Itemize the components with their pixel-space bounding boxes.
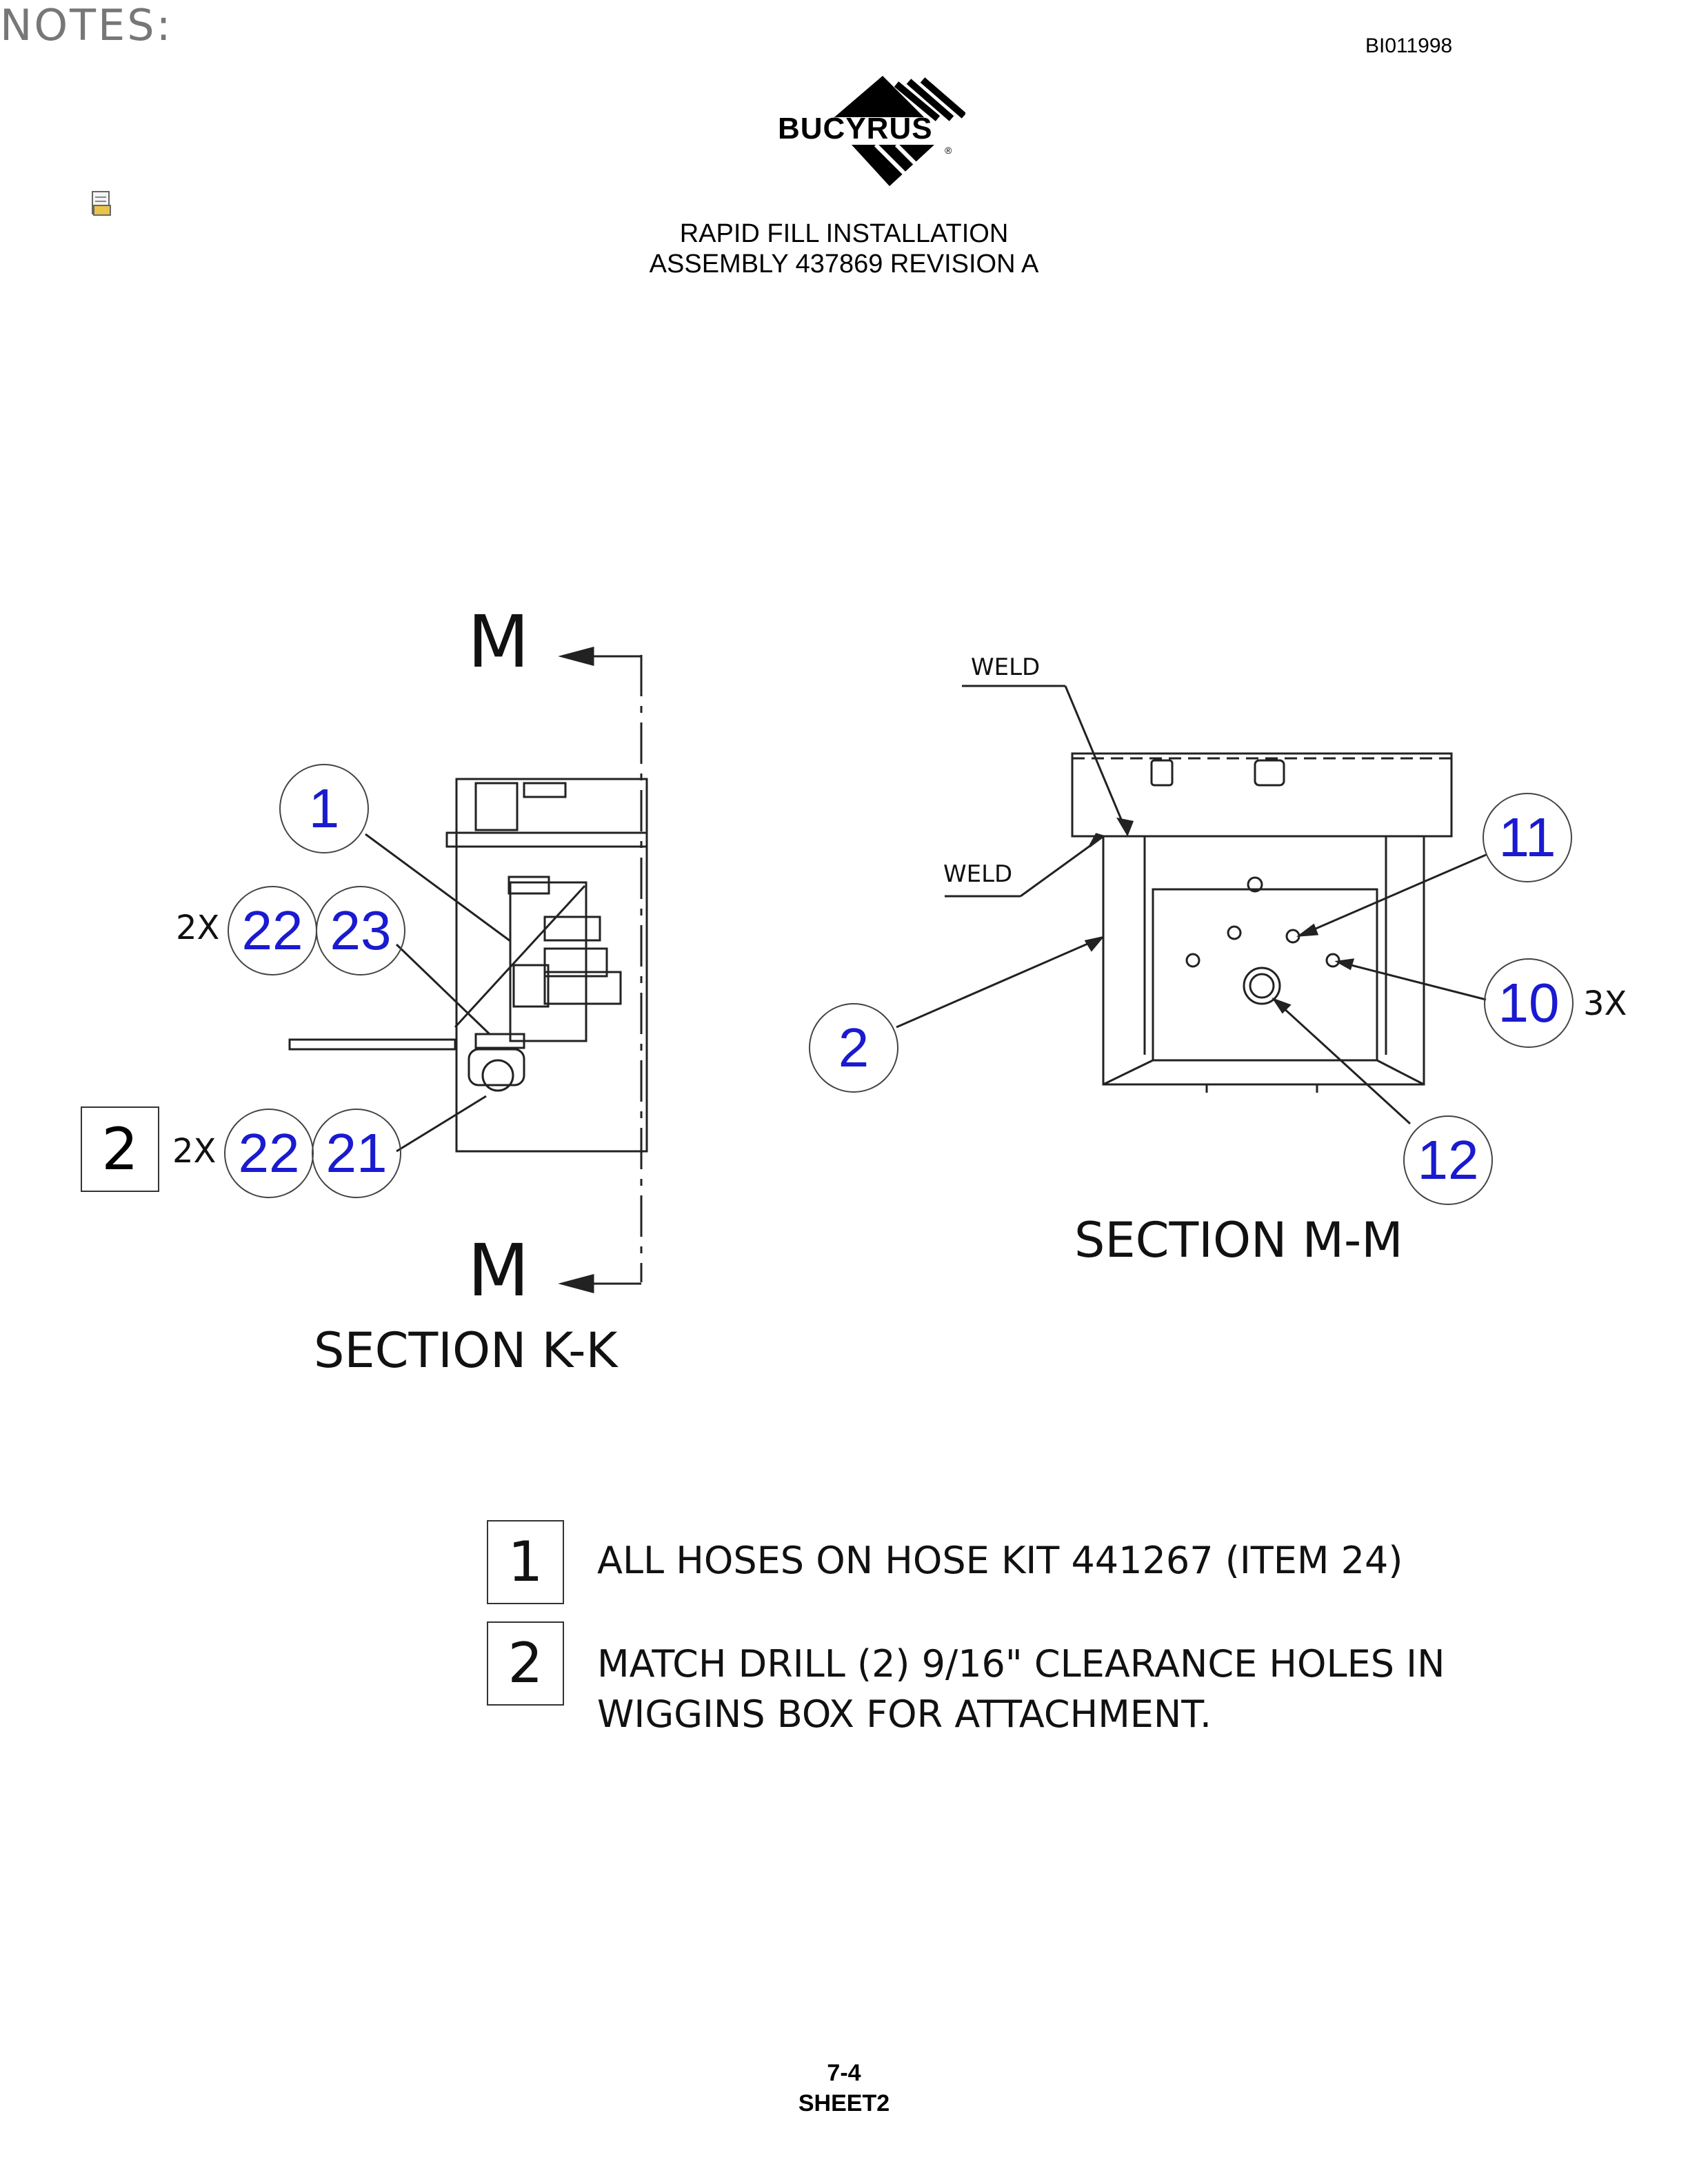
leader-balloon-21 <box>396 1095 487 1153</box>
note-text-1: ALL HOSES ON HOSE KIT 441267 (ITEM 24) <box>597 1539 1403 1582</box>
logo-wordmark: BUCYRUS <box>778 112 933 145</box>
section-m-title: SECTION M-M <box>1074 1212 1403 1268</box>
balloon-item-2: 2 <box>809 1003 898 1093</box>
leader-balloon-23 <box>395 943 491 1035</box>
qty-2x-top: 2X <box>176 909 220 947</box>
logo-registered-mark: ® <box>945 145 952 156</box>
cut-label-m-top: M <box>468 600 530 684</box>
section-k-title: SECTION K-K <box>314 1322 618 1379</box>
balloon-item-11: 11 <box>1483 793 1572 882</box>
cut-arrowhead-bottom <box>558 1274 594 1293</box>
balloon-item-22-top: 22 <box>228 886 317 975</box>
weld-label-top: WELD <box>971 654 1041 681</box>
qty-2x-bottom: 2X <box>172 1132 217 1171</box>
balloon-item-12: 12 <box>1403 1115 1493 1205</box>
section-m-box <box>1102 835 1425 1086</box>
sheet-label: SHEET2 <box>798 2090 890 2116</box>
note-text-2-line1: MATCH DRILL (2) 9/16" CLEARANCE HOLES IN <box>597 1642 1445 1686</box>
section-k-housing <box>455 778 648 1153</box>
page-number: 7-4 <box>827 2060 861 2086</box>
leader-balloon-11 <box>1299 853 1487 937</box>
note-number-2: 2 <box>487 1621 564 1706</box>
qty-3x: 3X <box>1583 984 1627 1023</box>
note-number-1: 1 <box>487 1520 564 1604</box>
attachment-icon[interactable] <box>90 190 114 218</box>
balloon-item-1: 1 <box>279 764 369 853</box>
document-id: BI011998 <box>1365 34 1453 57</box>
section-k-manifold <box>509 881 587 1042</box>
cut-label-m-bottom: M <box>468 1228 530 1313</box>
drawing-title-line1: RAPID FILL INSTALLATION <box>679 219 1009 248</box>
bucyrus-logo-icon <box>834 76 965 186</box>
drawing-title-line2: ASSEMBLY 437869 REVISION A <box>649 250 1039 279</box>
notes-heading: NOTES: <box>0 0 173 50</box>
balloon-item-23: 23 <box>316 886 405 975</box>
weld-label-left: WELD <box>943 860 1013 888</box>
weld-top-leader <box>1064 685 1129 835</box>
leader-balloon-12 <box>1273 998 1411 1125</box>
note-flag-2: 2 <box>81 1106 159 1192</box>
leader-balloon-1 <box>365 833 511 942</box>
balloon-item-21: 21 <box>312 1109 401 1198</box>
note-text-2-line2: WIGGINS BOX FOR ATTACHMENT. <box>597 1692 1212 1736</box>
cut-arrowhead-top <box>558 647 594 666</box>
leader-balloon-10 <box>1337 960 1487 1001</box>
leader-balloon-2 <box>896 936 1103 1029</box>
section-k-flange <box>288 1038 456 1051</box>
balloon-item-10: 10 <box>1484 958 1574 1048</box>
balloon-item-22-bottom: 22 <box>224 1109 314 1198</box>
